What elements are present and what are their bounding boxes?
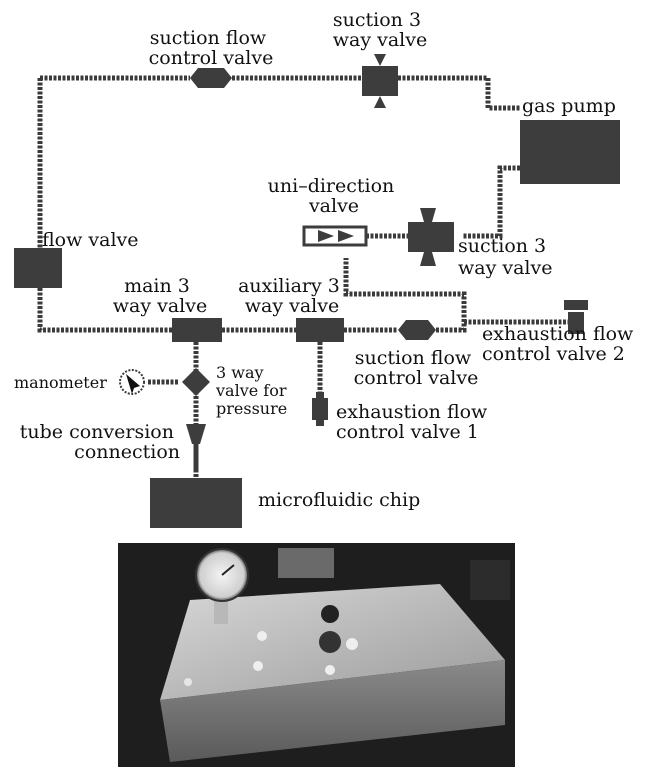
photo-fitting-4 <box>325 665 335 675</box>
suction-3-way-valve-mid <box>408 222 454 252</box>
label-exhaustion-flow-control-valve-1: exhaustion flow control valve 1 <box>336 401 493 443</box>
auxiliary-3-way-valve <box>296 318 344 342</box>
label-suction-flow-control-valve-bottom: suction flow control valve <box>354 347 479 389</box>
label-flow-valve: flow valve <box>42 229 139 251</box>
label-auxiliary-3-way-valve: auxiliary 3 way valve <box>238 275 346 317</box>
photo-equipment <box>278 548 334 578</box>
label-suction-3-way-valve-top: suction 3 way valve <box>333 9 427 51</box>
photo-fitting-5 <box>184 678 192 686</box>
uni-direction-valve <box>304 227 366 245</box>
label-suction-3-way-valve-mid: suction 3 way valve <box>458 235 552 279</box>
flow-valve <box>14 248 62 288</box>
pipe-suction-loop <box>346 258 464 330</box>
label-microfluidic-chip: microfluidic chip <box>258 489 420 511</box>
label-gas-pump: gas pump <box>522 95 616 117</box>
photo-knob-2 <box>319 631 341 653</box>
label-valve-for-pressure: 3 way valve for pressure <box>215 363 292 418</box>
gas-pump <box>520 120 620 184</box>
exhaustion-flow-control-valve-1 <box>312 392 328 426</box>
suction-flow-control-valve-bottom <box>398 320 436 340</box>
manometer-gauge <box>120 370 144 394</box>
valve-for-pressure <box>182 368 210 396</box>
label-manometer: manometer <box>14 373 107 392</box>
pipe-pump-return <box>462 168 520 236</box>
suction-3-way-valve-top-arrow-up <box>374 54 386 66</box>
photo-fitting-2 <box>257 631 267 641</box>
label-uni-direction-valve: uni–direction valve <box>268 175 401 217</box>
suction-3-way-valve-top <box>362 66 398 96</box>
suction-flow-control-valve-top <box>190 68 232 88</box>
photo-shadow <box>470 560 510 600</box>
suction-3-way-valve-top-arrow-down <box>374 96 386 108</box>
label-main-3-way-valve: main 3 way valve <box>113 275 207 317</box>
photo-fitting-3 <box>253 661 263 671</box>
label-suction-flow-control-valve-top: suction flow control valve <box>149 27 274 69</box>
pipe-top-right <box>398 78 520 108</box>
microfluidic-chip <box>150 478 242 528</box>
photo-fitting-1 <box>346 638 358 650</box>
main-3-way-valve <box>172 318 222 342</box>
tube-conversion-connection <box>186 424 206 444</box>
label-tube-conversion-connection: tube conversion connection <box>20 421 180 463</box>
photo-knob-1 <box>321 605 339 623</box>
device-photo <box>118 543 515 767</box>
label-exhaustion-flow-control-valve-2: exhaustion flow control valve 2 <box>482 323 639 365</box>
